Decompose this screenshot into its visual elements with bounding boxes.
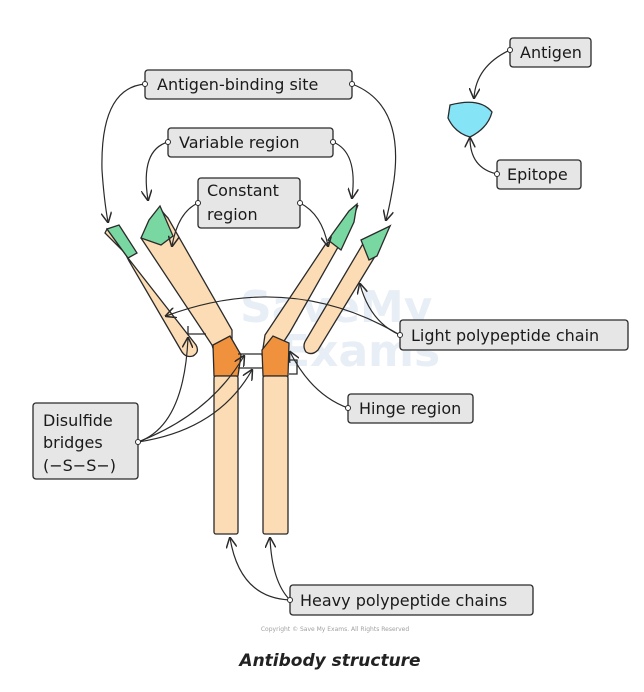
- svg-text:Variable region: Variable region: [179, 133, 299, 152]
- label-disulfide-bridges: Disulfide bridges (−S−S−): [32, 402, 141, 480]
- left-heavy-stem: [213, 375, 239, 535]
- arrow-disulfide-3: [137, 370, 252, 443]
- label-antigen-binding-site: Antigen-binding site: [142, 69, 355, 100]
- antigen-shape: [447, 101, 493, 138]
- svg-text:Antigen: Antigen: [520, 43, 582, 62]
- svg-text:Disulfide: Disulfide: [43, 411, 113, 430]
- svg-text:Heavy polypeptide chains: Heavy polypeptide chains: [300, 591, 507, 610]
- arrow-antigen-binding-left: [102, 83, 146, 222]
- label-light-polypeptide-chain: Light polypeptide chain: [397, 319, 629, 351]
- arrow-constant-left: [172, 202, 199, 246]
- svg-text:Constant: Constant: [207, 181, 279, 200]
- arrow-disulfide-2: [137, 356, 244, 443]
- right-light-chain: [303, 224, 392, 355]
- arrow-disulfide-1: [137, 338, 188, 443]
- antibody: [104, 202, 392, 535]
- disulfide-bridge: [187, 326, 206, 335]
- right-heavy-variable-tip: [327, 202, 358, 252]
- label-constant-region: Constant region: [195, 177, 303, 229]
- arrow-antigen-binding-right: [351, 83, 397, 220]
- arrow-heavy-left: [230, 538, 291, 601]
- left-heavy-arm: [140, 204, 233, 356]
- figure-caption: Antibody structure: [237, 651, 420, 671]
- arrow-epitope: [470, 138, 498, 175]
- label-variable-region: Variable region: [165, 127, 336, 158]
- svg-text:Epitope: Epitope: [507, 165, 568, 184]
- svg-text:region: region: [207, 205, 258, 224]
- svg-text:Light polypeptide chain: Light polypeptide chain: [411, 326, 599, 345]
- arrow-light-left: [166, 296, 401, 336]
- right-heavy-arm: [261, 202, 359, 356]
- right-heavy-stem: [262, 375, 289, 535]
- arrow-heavy-right: [270, 538, 291, 601]
- left-light-variable-tip: [105, 224, 138, 259]
- left-heavy-variable-tip: [140, 204, 174, 246]
- label-antigen: Antigen: [507, 37, 592, 68]
- arrow-variable-right: [332, 141, 353, 198]
- arrow-antigen: [474, 49, 511, 98]
- arrow-light-right: [360, 284, 401, 336]
- svg-text:Hinge region: Hinge region: [359, 399, 461, 418]
- right-light-variable-tip: [360, 224, 392, 261]
- arrow-constant-right: [299, 202, 328, 246]
- arrow-variable-left: [146, 141, 169, 200]
- svg-text:(−S−S−): (−S−S−): [43, 456, 116, 475]
- label-hinge-region: Hinge region: [345, 393, 474, 424]
- left-light-chain: [104, 224, 199, 358]
- copyright-text: Copyright © Save My Exams. All Rights Re…: [261, 626, 410, 633]
- label-arrows: [102, 49, 511, 601]
- svg-text:bridges: bridges: [43, 433, 103, 452]
- label-epitope: Epitope: [494, 159, 582, 190]
- arrow-hinge: [290, 352, 349, 409]
- label-heavy-polypeptide-chains: Heavy polypeptide chains: [287, 584, 534, 616]
- svg-text:Antigen-binding site: Antigen-binding site: [157, 75, 318, 94]
- right-hinge: [261, 335, 290, 377]
